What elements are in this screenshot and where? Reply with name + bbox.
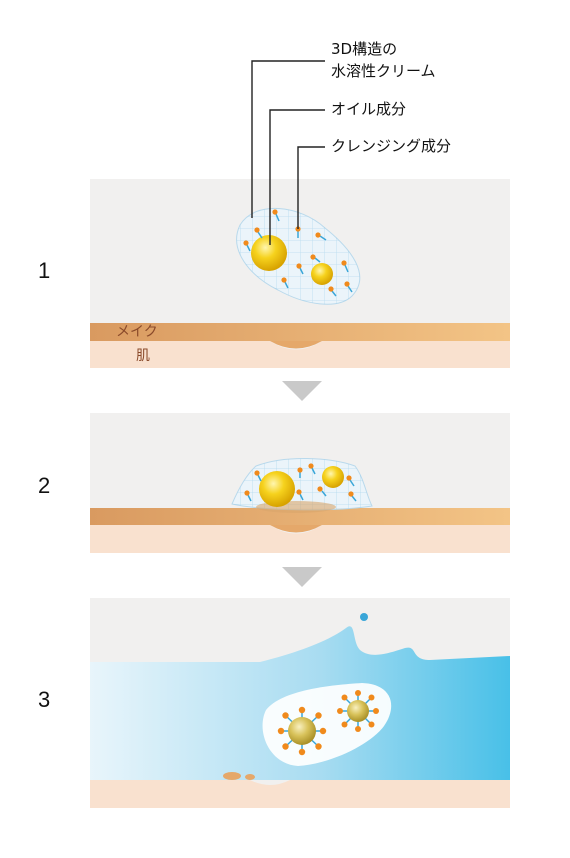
- cream-blob: [236, 207, 361, 305]
- emulsified-bubble: [262, 683, 392, 766]
- skin-layer: [90, 341, 510, 368]
- step-number-3: 3: [38, 687, 51, 712]
- oil-droplet-small: [311, 263, 333, 285]
- step-number-2: 2: [38, 473, 51, 498]
- label-makeup: メイク: [116, 324, 158, 340]
- step-number-1: 1: [38, 258, 51, 283]
- micelle-small: [337, 690, 379, 732]
- down-arrow-1: [282, 381, 322, 401]
- panel-step-2: [90, 413, 510, 553]
- cleansing-agents: [243, 209, 353, 297]
- label-oil: オイル成分: [331, 100, 407, 118]
- micelle-large: [277, 706, 327, 756]
- makeup-layer: [90, 323, 510, 341]
- panel-step-1: [90, 60, 510, 368]
- callout-lines: [251, 60, 325, 245]
- cream-spread: [231, 457, 373, 513]
- label-cleansing: クレンジング成分: [331, 137, 452, 155]
- label-cream-line2: 水溶性クリーム: [331, 62, 436, 80]
- label-cream-line1: 3D構造の: [331, 40, 398, 58]
- makeup-layer-2: [90, 508, 510, 525]
- oil-droplet-large: [251, 235, 287, 271]
- down-arrow-2: [282, 567, 322, 587]
- label-skin: 肌: [136, 348, 150, 364]
- water-drop: [360, 613, 368, 621]
- panel-step-3: [90, 598, 510, 808]
